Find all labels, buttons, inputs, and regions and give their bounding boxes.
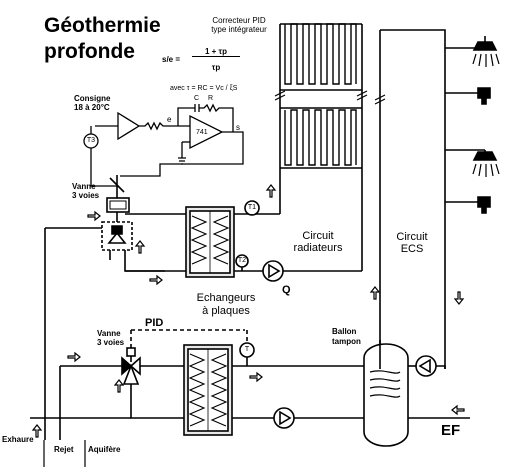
pid-title-line1: Correcteur PID (212, 16, 266, 25)
ballon-line1: Ballon (332, 327, 357, 336)
ballon-line2: tampon (332, 337, 361, 346)
ef-label: EF (441, 422, 461, 439)
circuit-ecs-line1: Circuit (396, 231, 428, 243)
ecs-loop-pipe (379, 29, 446, 369)
vanne-bottom-line2: 3 voies (97, 338, 125, 347)
circuit-ecs-line2: ECS (400, 243, 424, 255)
signal-c: C (194, 95, 200, 102)
exhaure-label: Exhaure (2, 435, 34, 444)
vanne-top-line1: Vanne (72, 182, 96, 191)
vanne-top-line2: 3 voies (72, 191, 100, 200)
sensor-t2: T2 (237, 257, 247, 264)
shower-branch-upper (445, 36, 500, 105)
opamp-label: 741 (196, 129, 208, 136)
control-loop (83, 103, 244, 187)
circuit-radiateurs-line2: radiateurs (293, 242, 343, 254)
formula-lhs: s/e = (162, 55, 181, 64)
echangeurs-line1: Echangeurs (196, 292, 256, 304)
formula-tau: avec τ = RC = Vc / ξS (170, 85, 238, 92)
rejet-label: Rejet (54, 445, 74, 454)
sensor-t: T (244, 346, 250, 353)
consigne-line2: 18 à 20°C (74, 103, 110, 112)
pid-label: PID (145, 317, 164, 329)
three-way-valve-bottom (121, 329, 245, 385)
shower-branch-lower (445, 149, 500, 214)
buffer-tank (363, 343, 409, 447)
pid-title-line2: type intégrateur (211, 25, 267, 34)
radiator-upper (280, 23, 362, 91)
title-line2: profonde (44, 40, 135, 63)
sensor-t3: T3 (86, 137, 96, 144)
consigne-line1: Consigne (74, 94, 111, 103)
formula-denominator: τp (211, 63, 221, 72)
vanne-bottom-line1: Vanne (97, 329, 121, 338)
circuit-radiateurs-line1: Circuit (302, 230, 334, 242)
echangeurs-line2: à plaques (202, 305, 250, 317)
radiator-lower (280, 107, 362, 169)
sensor-t1: T1 (247, 204, 257, 211)
signal-r: R (208, 95, 214, 102)
plate-exchanger-lower (183, 344, 233, 436)
three-way-valve-top (101, 175, 133, 251)
title-line1: Géothermie (44, 14, 161, 37)
plate-exchanger-upper (185, 206, 235, 278)
signal-s: s (236, 123, 240, 132)
formula-numerator: 1 + τp (192, 47, 240, 58)
aquifere-label: Aquifère (88, 445, 121, 454)
pump-q-label: Q (282, 284, 291, 296)
signal-e: e (167, 115, 172, 124)
